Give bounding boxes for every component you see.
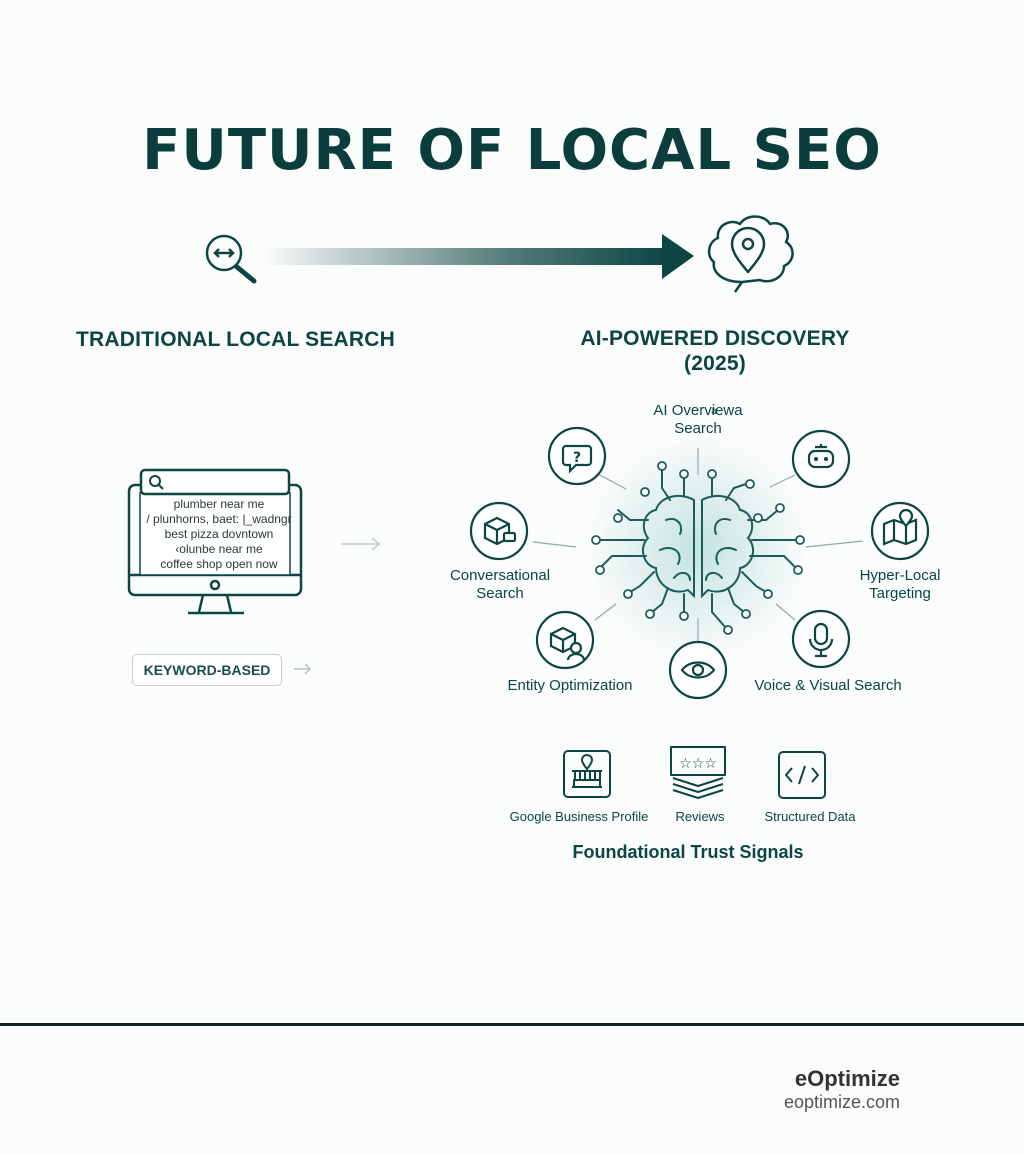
brand-block: eOptimize eoptimize.com: [784, 1066, 900, 1113]
brain-circuit-icon: [591, 461, 805, 635]
query-item: best pizza dovntown: [164, 527, 274, 541]
node-label-entity: Entity Optimization: [507, 677, 633, 694]
business-profile-icon: [563, 750, 611, 798]
map-pin-icon: [870, 501, 930, 561]
ai-discovery-heading-line1: AI-POWERED DISCOVERY: [580, 327, 850, 350]
trust-label-structured-data: Structured Data: [764, 809, 856, 824]
query-item: coffee shop open now: [160, 557, 278, 571]
eye-icon: [668, 640, 728, 700]
annotation-mark: a: [711, 406, 717, 417]
arrow-right-icon: [341, 537, 381, 551]
ai-discovery-heading: AI-POWERED DISCOVERY (2025): [560, 326, 870, 376]
query-item: / plunhorns, baet: |_wadngr: [146, 512, 292, 526]
question-bubble-icon: ?: [547, 426, 607, 486]
search-query-list: plumber near me / plunhorns, baet: |_wad…: [144, 497, 294, 572]
magnifier-icon: [205, 234, 257, 284]
query-item: plumber near me: [173, 497, 265, 511]
brand-site: eoptimize.com: [783, 1092, 900, 1112]
trust-label-business-profile: Google Business Profile: [509, 809, 649, 824]
code-icon: [778, 751, 826, 799]
ai-discovery-heading-line2: (2025): [684, 352, 746, 375]
svg-text:☆☆☆: ☆☆☆: [679, 756, 717, 772]
cube-chat-icon: [469, 501, 529, 561]
brain-pin-icon: [707, 215, 794, 293]
microphone-icon: [791, 609, 851, 669]
monitor-icon: [127, 468, 303, 615]
keyword-based-badge: KEYWORD-BASED: [132, 654, 282, 686]
node-label-voice-visual: Voice & Visual Search: [754, 677, 902, 694]
entity-cube-user-icon: [535, 610, 595, 670]
connector-lines: [532, 448, 864, 642]
arrow-right-small-icon: [294, 663, 312, 675]
traditional-heading: TRADITIONAL LOCAL SEARCH: [76, 328, 396, 351]
brand-name: eOptimize: [794, 1066, 900, 1091]
transition-arrow: [262, 234, 694, 279]
node-label-hyper-local: Hyper-Local Targeting: [859, 567, 941, 602]
node-label-conversational: Conversational Search: [449, 567, 551, 602]
query-item: ‹olunbe near me: [175, 542, 263, 556]
chatbot-icon: [791, 429, 851, 489]
footer-divider: [0, 1023, 1024, 1026]
node-label-ai-overviews: AI Overviewa Search: [653, 402, 743, 437]
svg-text:?: ?: [573, 450, 581, 466]
trust-signals-heading: Foundational Trust Signals: [572, 842, 804, 862]
reviews-stars-icon: ☆☆☆: [670, 746, 726, 799]
page-title: FUTURE OF LOCAL SEO: [142, 118, 882, 183]
trust-label-reviews: Reviews: [675, 809, 725, 824]
